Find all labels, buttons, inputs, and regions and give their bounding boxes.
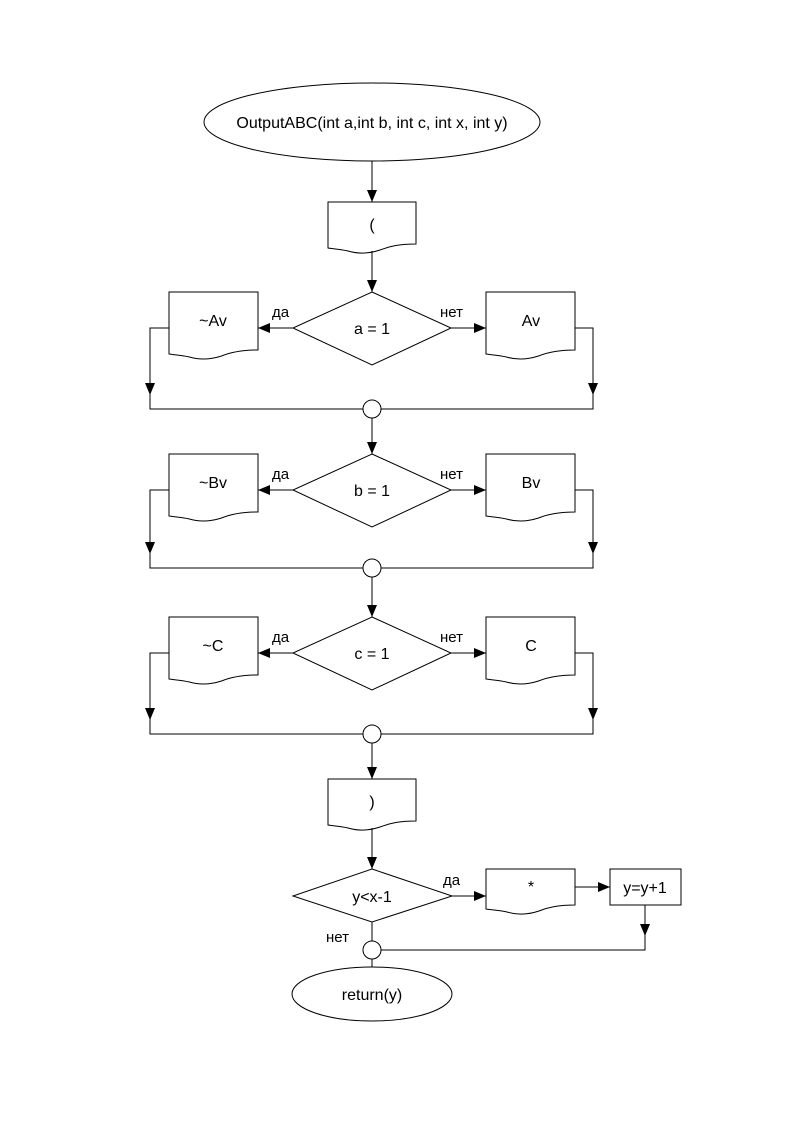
close-paren-label: ) [369,794,374,811]
connector-yes-merge [149,652,363,735]
arrow-head [258,648,270,658]
end-label: return(y) [342,987,402,1004]
decision-condition: c = 1 [354,646,389,663]
arrow-head [640,924,650,936]
connector-no-merge [381,327,594,410]
arrow-head [474,891,486,901]
connector-loop-back [381,905,646,951]
connector-yes-merge [149,489,363,569]
output-yes-label: ~Bv [199,475,227,492]
arrow-head [474,485,486,495]
yes-label: да [272,629,290,646]
arrow-head [145,708,155,720]
output-no-label: C [525,638,537,655]
arrow-head [598,882,610,892]
process-label: y=y+1 [623,880,667,897]
arrow-head [367,605,377,617]
arrow-head [145,542,155,554]
decision-diamond [291,453,453,528]
junction [362,724,382,744]
output-no-label: Bv [522,475,541,492]
end-terminator: return(y) [291,966,453,1022]
star-label: * [528,879,534,896]
no-label: нет [440,304,463,321]
loop-decision: y<x-1 [291,868,454,923]
loop-condition: y<x-1 [352,889,392,906]
decision-diamond [291,291,453,366]
arrow-head [367,857,377,869]
output-no [485,453,576,522]
arrow-head [367,442,377,454]
output-yes [168,453,259,522]
arrow-head [588,542,598,554]
loop-no-label: нет [326,929,349,946]
decision-diamond [291,616,453,691]
arrow-head [145,383,155,395]
loop-yes-label: да [443,872,461,889]
output-close-paren: ) [327,778,417,831]
output-star: * [485,868,576,915]
no-label: нет [440,629,463,646]
connector-yes-merge [149,327,363,410]
output-no [485,616,576,685]
decision-condition: b = 1 [354,483,390,500]
junction-loop [362,940,382,960]
output-yes [168,291,259,360]
open-paren-label: ( [369,217,375,234]
connector-no-merge [381,489,594,569]
junction [362,399,382,419]
start-terminator: OutputABC(int a,int b, int c, int x, int… [203,82,541,162]
decision-condition: a = 1 [354,321,390,338]
arrow-head [367,767,377,779]
arrow-head [258,323,270,333]
output-yes-label: ~C [203,638,224,655]
start-label: OutputABC(int a,int b, int c, int x, int… [236,115,507,132]
output-yes-label: ~Av [199,313,227,330]
arrow-head [474,323,486,333]
arrow-head [474,648,486,658]
process-increment: y=y+1 [609,868,682,906]
arrow-head [367,280,377,292]
output-open-paren: ( [327,201,417,254]
arrow-head [258,485,270,495]
arrow-head [588,383,598,395]
yes-label: да [272,304,290,321]
connector-no-merge [381,652,594,735]
output-no-label: Av [522,313,540,330]
arrow-head [367,190,377,202]
yes-label: да [272,466,290,483]
arrow-head [588,708,598,720]
no-label: нет [440,466,463,483]
output-no [485,291,576,360]
output-yes [168,616,259,685]
junction [362,558,382,578]
